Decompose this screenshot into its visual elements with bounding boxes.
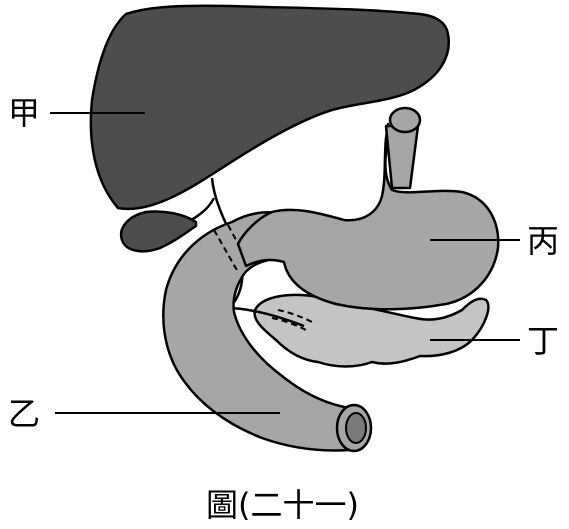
figure-caption: 圖(二十一) (206, 486, 359, 524)
stomach-label: 丙 (527, 222, 559, 260)
liver-organ (89, 4, 450, 211)
pancreas-label: 丁 (527, 322, 559, 360)
duodenum-label: 乙 (8, 395, 40, 433)
duodenum-lumen (345, 412, 367, 444)
pancreatic-dashed-1 (271, 317, 307, 331)
duct-dashed-left (213, 229, 239, 273)
esophagus (384, 124, 420, 190)
pancreatic-dashed-2 (277, 309, 313, 323)
liver-label: 甲 (8, 94, 40, 132)
gallbladder-organ (119, 210, 198, 253)
stomach-organ (236, 122, 500, 311)
esophagus-opening (388, 106, 422, 134)
